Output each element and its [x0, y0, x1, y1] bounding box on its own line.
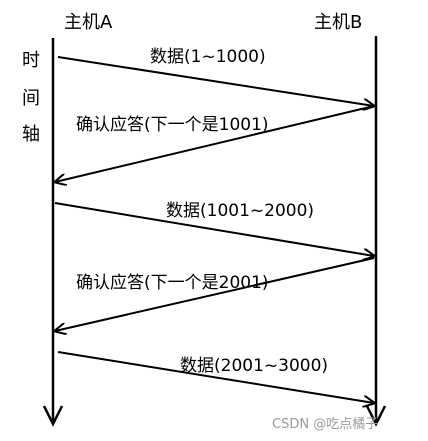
- message-label-4: 确认应答(下一个是2001): [76, 273, 269, 293]
- host-a-timeline-arrowhead: [42, 405, 64, 427]
- message-label-2: 确认应答(下一个是1001): [76, 115, 269, 135]
- time-axis-char-1: 时: [22, 50, 40, 71]
- time-axis-char-3: 轴: [22, 124, 40, 145]
- message-arrow-4: [55, 257, 375, 331]
- message-label-5: 数据(2001~3000): [180, 356, 328, 376]
- message-arrow-1: [57, 56, 374, 106]
- host-b-timeline-arrowhead: [365, 405, 387, 427]
- host-b-label: 主机B: [314, 12, 362, 33]
- message-label-3: 数据(1001~2000): [166, 201, 314, 221]
- watermark-text: CSDN @吃点橘子: [272, 416, 378, 432]
- time-axis-char-2: 间: [22, 88, 40, 109]
- message-arrow-2: [55, 105, 375, 182]
- message-arrow-5: [57, 351, 374, 403]
- host-a-label: 主机A: [64, 12, 113, 33]
- message-label-1: 数据(1~1000): [150, 47, 266, 67]
- message-arrow-3: [54, 202, 374, 256]
